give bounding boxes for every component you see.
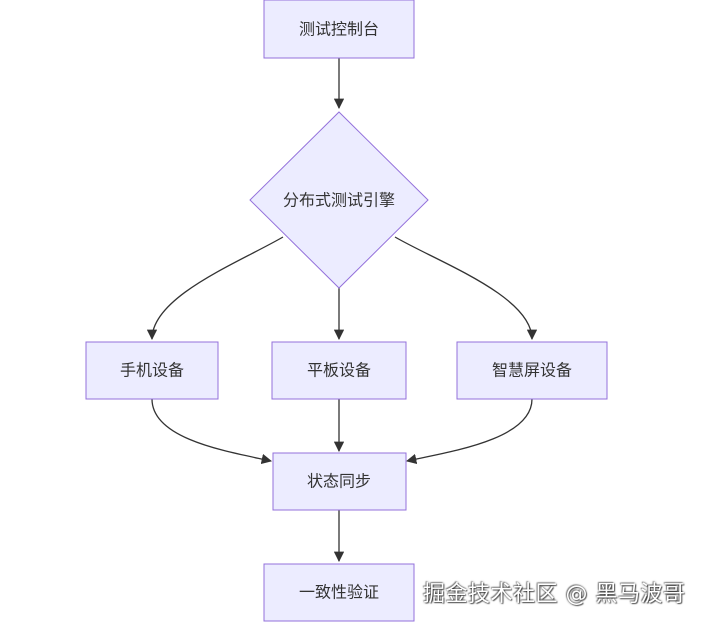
edge-smart-screen-to-sync <box>405 398 533 465</box>
node-verify-label: 一致性验证 <box>299 583 379 602</box>
node-tablet-label: 平板设备 <box>307 361 371 380</box>
node-smart-screen: 智慧屏设备 <box>456 341 608 400</box>
node-engine: 分布式测试引擎 <box>249 111 429 289</box>
node-console-label: 测试控制台 <box>299 20 379 39</box>
node-smart-screen-label: 智慧屏设备 <box>492 361 572 380</box>
node-sync: 状态同步 <box>272 452 407 511</box>
edge-phone-to-sync <box>151 398 273 465</box>
node-phone: 手机设备 <box>85 341 219 400</box>
node-verify: 一致性验证 <box>263 563 415 622</box>
watermark-text: 掘金技术社区 @ 黑马波哥 <box>423 582 686 607</box>
node-console: 测试控制台 <box>263 0 415 59</box>
node-phone-label: 手机设备 <box>120 361 184 380</box>
node-engine-label: 分布式测试引擎 <box>283 191 395 210</box>
edge-engine-to-smart-screen <box>394 236 538 341</box>
node-tablet: 平板设备 <box>271 341 407 400</box>
edges <box>146 58 538 563</box>
node-sync-label: 状态同步 <box>307 472 371 491</box>
edge-engine-to-phone <box>146 236 284 341</box>
